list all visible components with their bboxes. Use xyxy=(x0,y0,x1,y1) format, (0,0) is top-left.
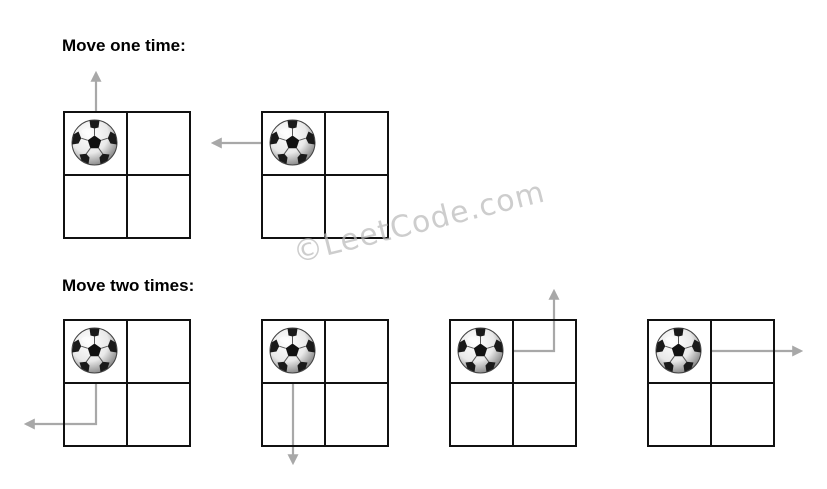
grid-cell xyxy=(126,382,191,447)
soccer-ball-icon xyxy=(457,327,504,374)
move-arrow xyxy=(513,288,560,353)
soccer-ball-icon xyxy=(269,327,316,374)
grid-cell xyxy=(324,382,389,447)
heading-move-two-times: Move two times: xyxy=(62,276,195,295)
grid-move-two-down-down xyxy=(261,319,389,466)
soccer-ball-icon xyxy=(71,327,118,374)
heading-move-one-time: Move one time: xyxy=(62,36,186,55)
grid-cell xyxy=(324,174,389,239)
grid-cell xyxy=(449,382,514,447)
grid-cell xyxy=(647,382,712,447)
grid-cell xyxy=(126,319,191,384)
grid-move-two-right-right xyxy=(647,319,804,447)
grid-move-one-up xyxy=(63,70,191,239)
move-arrow xyxy=(23,383,98,430)
grid-cell xyxy=(710,382,775,447)
grid-cell xyxy=(324,319,389,384)
grid-cell xyxy=(261,174,326,239)
grid-cell xyxy=(324,111,389,176)
soccer-ball-icon xyxy=(269,119,316,166)
grid-move-two-down-left xyxy=(23,319,191,447)
soccer-ball-icon xyxy=(655,327,702,374)
grid-cell xyxy=(63,174,128,239)
grid-cell xyxy=(512,382,577,447)
soccer-ball-icon xyxy=(71,119,118,166)
grid-cell xyxy=(126,111,191,176)
grid-cell xyxy=(126,174,191,239)
grid-move-two-right-up xyxy=(449,288,577,447)
grid-move-one-left xyxy=(210,111,389,239)
